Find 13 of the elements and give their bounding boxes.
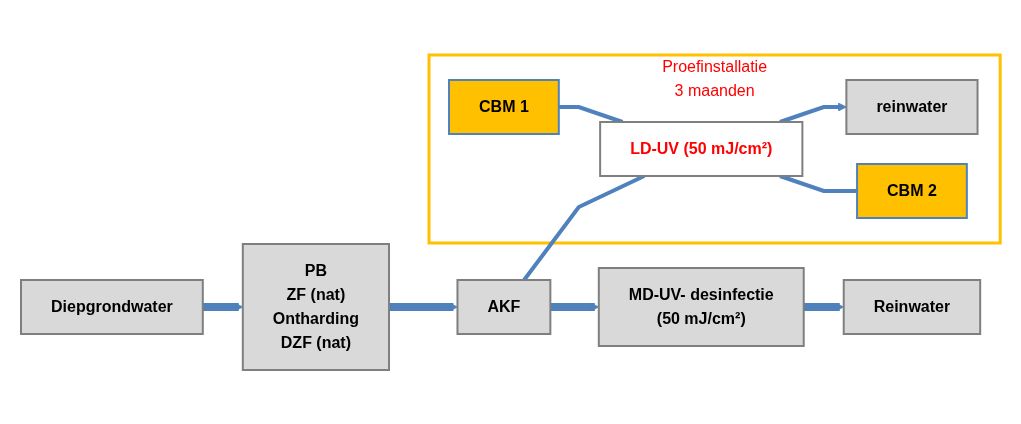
node-box: Diepgrondwater xyxy=(19,278,204,335)
node-box: CBM 1 xyxy=(447,78,560,135)
node-box: LD-UV (50 mJ/cm²) xyxy=(599,120,804,177)
arrow xyxy=(550,302,600,311)
node-box: MD-UV- desinfectie (50 mJ/cm²) xyxy=(597,266,805,347)
node-box: CBM 2 xyxy=(855,162,968,219)
node-box: PB ZF (nat) Ontharding DZF (nat) xyxy=(241,242,390,371)
arrow xyxy=(388,302,458,311)
node-box: AKF xyxy=(456,278,552,335)
arrow xyxy=(202,302,244,311)
arrow xyxy=(803,302,845,311)
node-box: reinwater xyxy=(845,78,979,135)
node-box: Reinwater xyxy=(842,278,982,335)
